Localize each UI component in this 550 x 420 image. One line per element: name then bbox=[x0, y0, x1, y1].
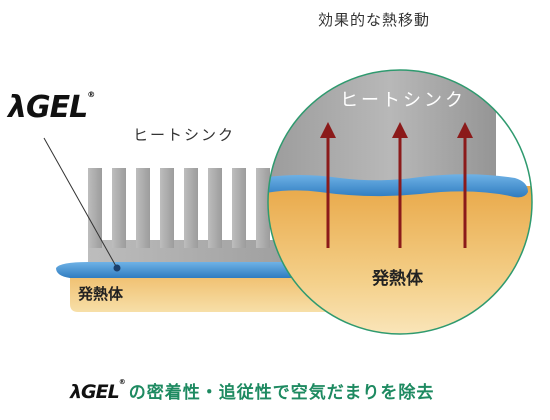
gel-layer-left bbox=[56, 262, 322, 278]
heatsink-label-left: ヒートシンク bbox=[133, 126, 236, 144]
arrow-1-head bbox=[320, 122, 336, 138]
caption-brand-text: λGEL bbox=[70, 381, 120, 403]
gel-marker-dot bbox=[113, 264, 121, 272]
logo-brand: λGEL bbox=[8, 90, 88, 125]
heatsink-zoom bbox=[268, 70, 520, 190]
caption-brand: λGEL® bbox=[70, 378, 126, 403]
heat-body-left bbox=[70, 276, 330, 312]
heat-flow-arrows bbox=[320, 122, 473, 248]
heat-body-label-left: 発熱体 bbox=[78, 285, 124, 303]
caption-text: の密着性・追従性で空気だまりを除去 bbox=[128, 383, 435, 403]
arrow-2-head bbox=[392, 122, 408, 138]
diagram-title: 効果的な熱移動 bbox=[318, 11, 431, 29]
zoom-circle-border bbox=[267, 69, 533, 335]
logo-leader-line bbox=[43, 137, 118, 269]
lambda-gel-logo: λGEL® bbox=[8, 90, 95, 125]
bottom-caption: λGEL®の密着性・追従性で空気だまりを除去 bbox=[70, 378, 434, 403]
heat-body-label-zoom: 発熱体 bbox=[372, 269, 423, 289]
heatsink-zoom-gap bbox=[496, 70, 532, 185]
logo-registered-mark: ® bbox=[87, 90, 95, 99]
caption-registered-mark: ® bbox=[118, 378, 126, 386]
arrow-3-head bbox=[457, 122, 473, 138]
heatsink-label-zoom: ヒートシンク bbox=[340, 90, 466, 111]
